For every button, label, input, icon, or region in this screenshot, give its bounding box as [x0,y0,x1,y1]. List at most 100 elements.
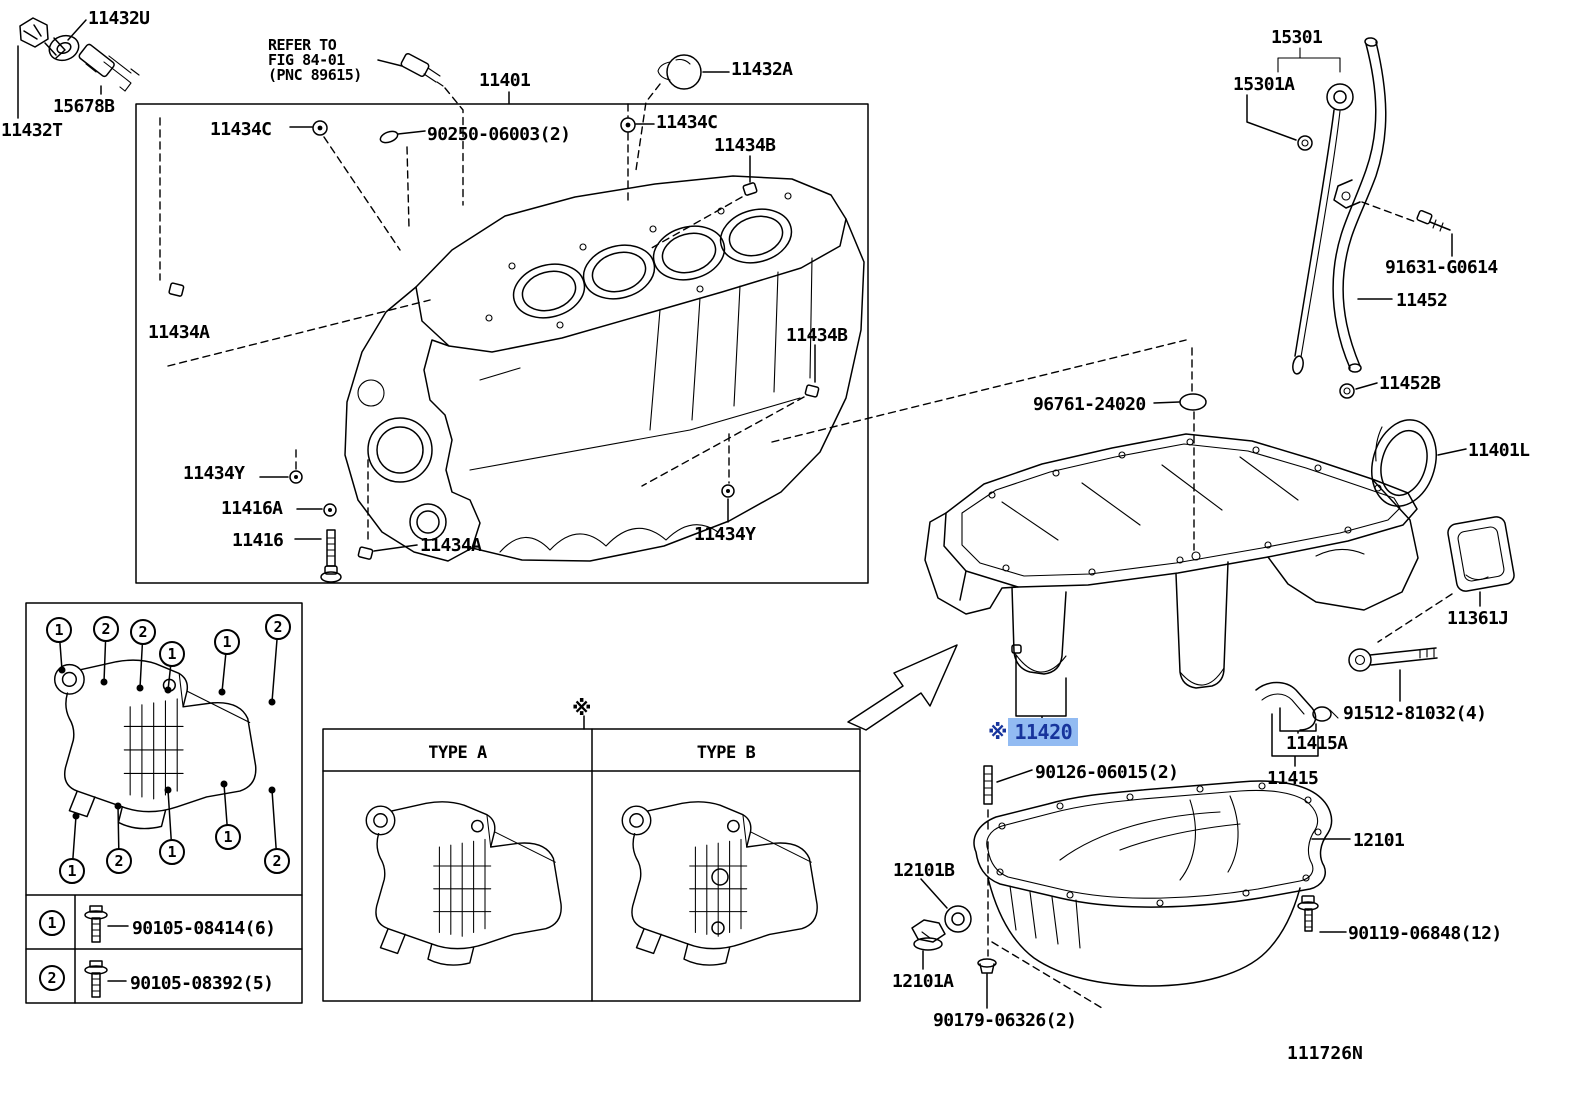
plug-12101a-art [911,919,946,951]
stud-11434a-left-art [168,282,185,297]
gasket-11361j-art [1447,516,1515,592]
legend-frame [25,602,303,1004]
legend-marker-6: 2 [265,614,291,640]
seal-11401l-art [1371,419,1437,507]
legend-marker-10: 1 [215,824,241,850]
pointer-arrow [847,644,958,731]
pin-11434c-left-art [312,120,328,136]
part-label-11434Y-R: 11434Y [694,524,756,545]
bracket-11415a [1279,707,1317,734]
part-label-15678B: 15678B [53,96,115,117]
part-label-11416: 11416 [232,530,284,551]
part-label-90250-06003: 90250-06003(2) [427,124,571,145]
part-label-15301A: 15301A [1233,74,1295,95]
part-label-90119-06848: 90119-06848(12) [1348,923,1502,944]
part-label-11432T: 11432T [1,120,63,141]
type-box-reference-mark: ※ [572,696,592,720]
lower-oil-pan-art [973,780,1333,987]
stud-90126-art [983,765,993,805]
refer-note-line1: REFER TO [268,36,337,54]
part-label-11416A: 11416A [221,498,283,519]
part-label-12101A: 12101A [892,971,954,992]
stud-11434a-bottom-art [357,546,374,560]
part-label-11434C-L: 11434C [210,119,272,140]
stud-11420-art [1011,644,1022,654]
leader-11434a-bottom [373,544,418,552]
part-label-11452: 11452 [1396,290,1448,311]
leader-96761 [1153,401,1180,404]
washer-11432u-art [48,34,80,62]
leader-11401l [1437,448,1467,456]
part-label-91631-G0614: 91631-G0614 [1385,257,1498,278]
part-label-11415: 11415 [1267,768,1319,789]
legend-marker-7: 1 [59,858,85,884]
part-label-12101B: 12101B [893,860,955,881]
stud-11434b-top-art [742,182,758,196]
bolt-11432t-art [19,17,66,59]
legend-marker-11: 2 [264,848,290,874]
type-b-extra-holes [711,868,729,935]
refer-note: REFER TO FIG 84-01 (PNC 89615) [268,38,362,83]
pin-11434c-right-art [620,117,636,133]
part-label-11434C-R: 11434C [656,112,718,133]
highlighted-part-label[interactable]: 11420 [1008,718,1079,746]
part-label-11434Y-L: 11434Y [183,463,245,484]
upper-oil-pan-art [924,433,1419,689]
leader-refer [377,59,403,67]
sensor-refer-art [400,53,444,87]
legend-marker-3: 2 [130,619,156,645]
block-frame [135,103,869,584]
sensor-15678b-art [78,43,140,92]
part-label-91512-81032: 91512-81032(4) [1343,703,1487,724]
bolt-91631-art [1416,209,1451,232]
refer-note-line2: FIG 84-01 [268,51,345,69]
legend-marker-9: 1 [159,839,185,865]
part-label-11434A-L: 11434A [148,322,210,343]
leader-11452b [1355,382,1378,390]
legend-row1-part: 90105-08414(6) [132,918,276,939]
legend-marker-8: 2 [106,848,132,874]
part-label-11401: 11401 [479,70,531,91]
part-label-11434B-R: 11434B [786,325,848,346]
part-label-12101: 12101 [1353,830,1405,851]
dipstick-art [1277,47,1354,375]
legend-marker-2: 2 [93,616,119,642]
cylinder-block-art [344,175,865,562]
legend-row2-part: 90105-08392(5) [130,973,274,994]
guide-tube-11452-art [1332,37,1387,373]
part-label-11452B: 11452B [1379,373,1441,394]
legend-connectors [58,626,279,872]
type-a-header: TYPE A [428,743,487,763]
leader-90250 [397,130,426,135]
leader-90126 [996,769,1033,783]
washer-12101b-art [944,905,972,933]
pin-11416a-art [323,503,337,517]
grommet-11452b-art [1339,383,1355,399]
legend-marker-1: 1 [46,617,72,643]
part-label-11434A-B: 11434A [420,535,482,556]
figure-code: 111726N [1287,1043,1363,1064]
part-label-11415A: 11415A [1286,733,1348,754]
part-label-11434B-T: 11434B [714,135,776,156]
highlighted-part[interactable]: ※ 11420 [988,718,1079,746]
pin-11434y-right-art [721,484,735,498]
pin-11434y-left-art [289,470,303,484]
part-label-11432A: 11432A [731,59,793,80]
plug-90179-art [977,958,997,974]
part-label-15301: 15301 [1271,27,1323,48]
bracket-11415 [1271,713,1319,767]
legend-marker-5: 1 [214,629,240,655]
type-b-header: TYPE B [696,743,756,763]
pipe-11415a-art [1255,681,1339,731]
reference-mark: ※ [988,720,1008,744]
part-label-11361J: 11361J [1447,608,1509,629]
part-label-11401L: 11401L [1468,440,1530,461]
part-label-90126-06015: 90126-06015(2) [1035,762,1179,783]
refer-note-line3: (PNC 89615) [268,66,362,84]
stud-11434b-right-art [804,384,820,398]
oring-96761-art [1179,393,1207,411]
leader-12101b [920,878,948,909]
part-label-96761-24020: 96761-24020 [1033,394,1146,415]
